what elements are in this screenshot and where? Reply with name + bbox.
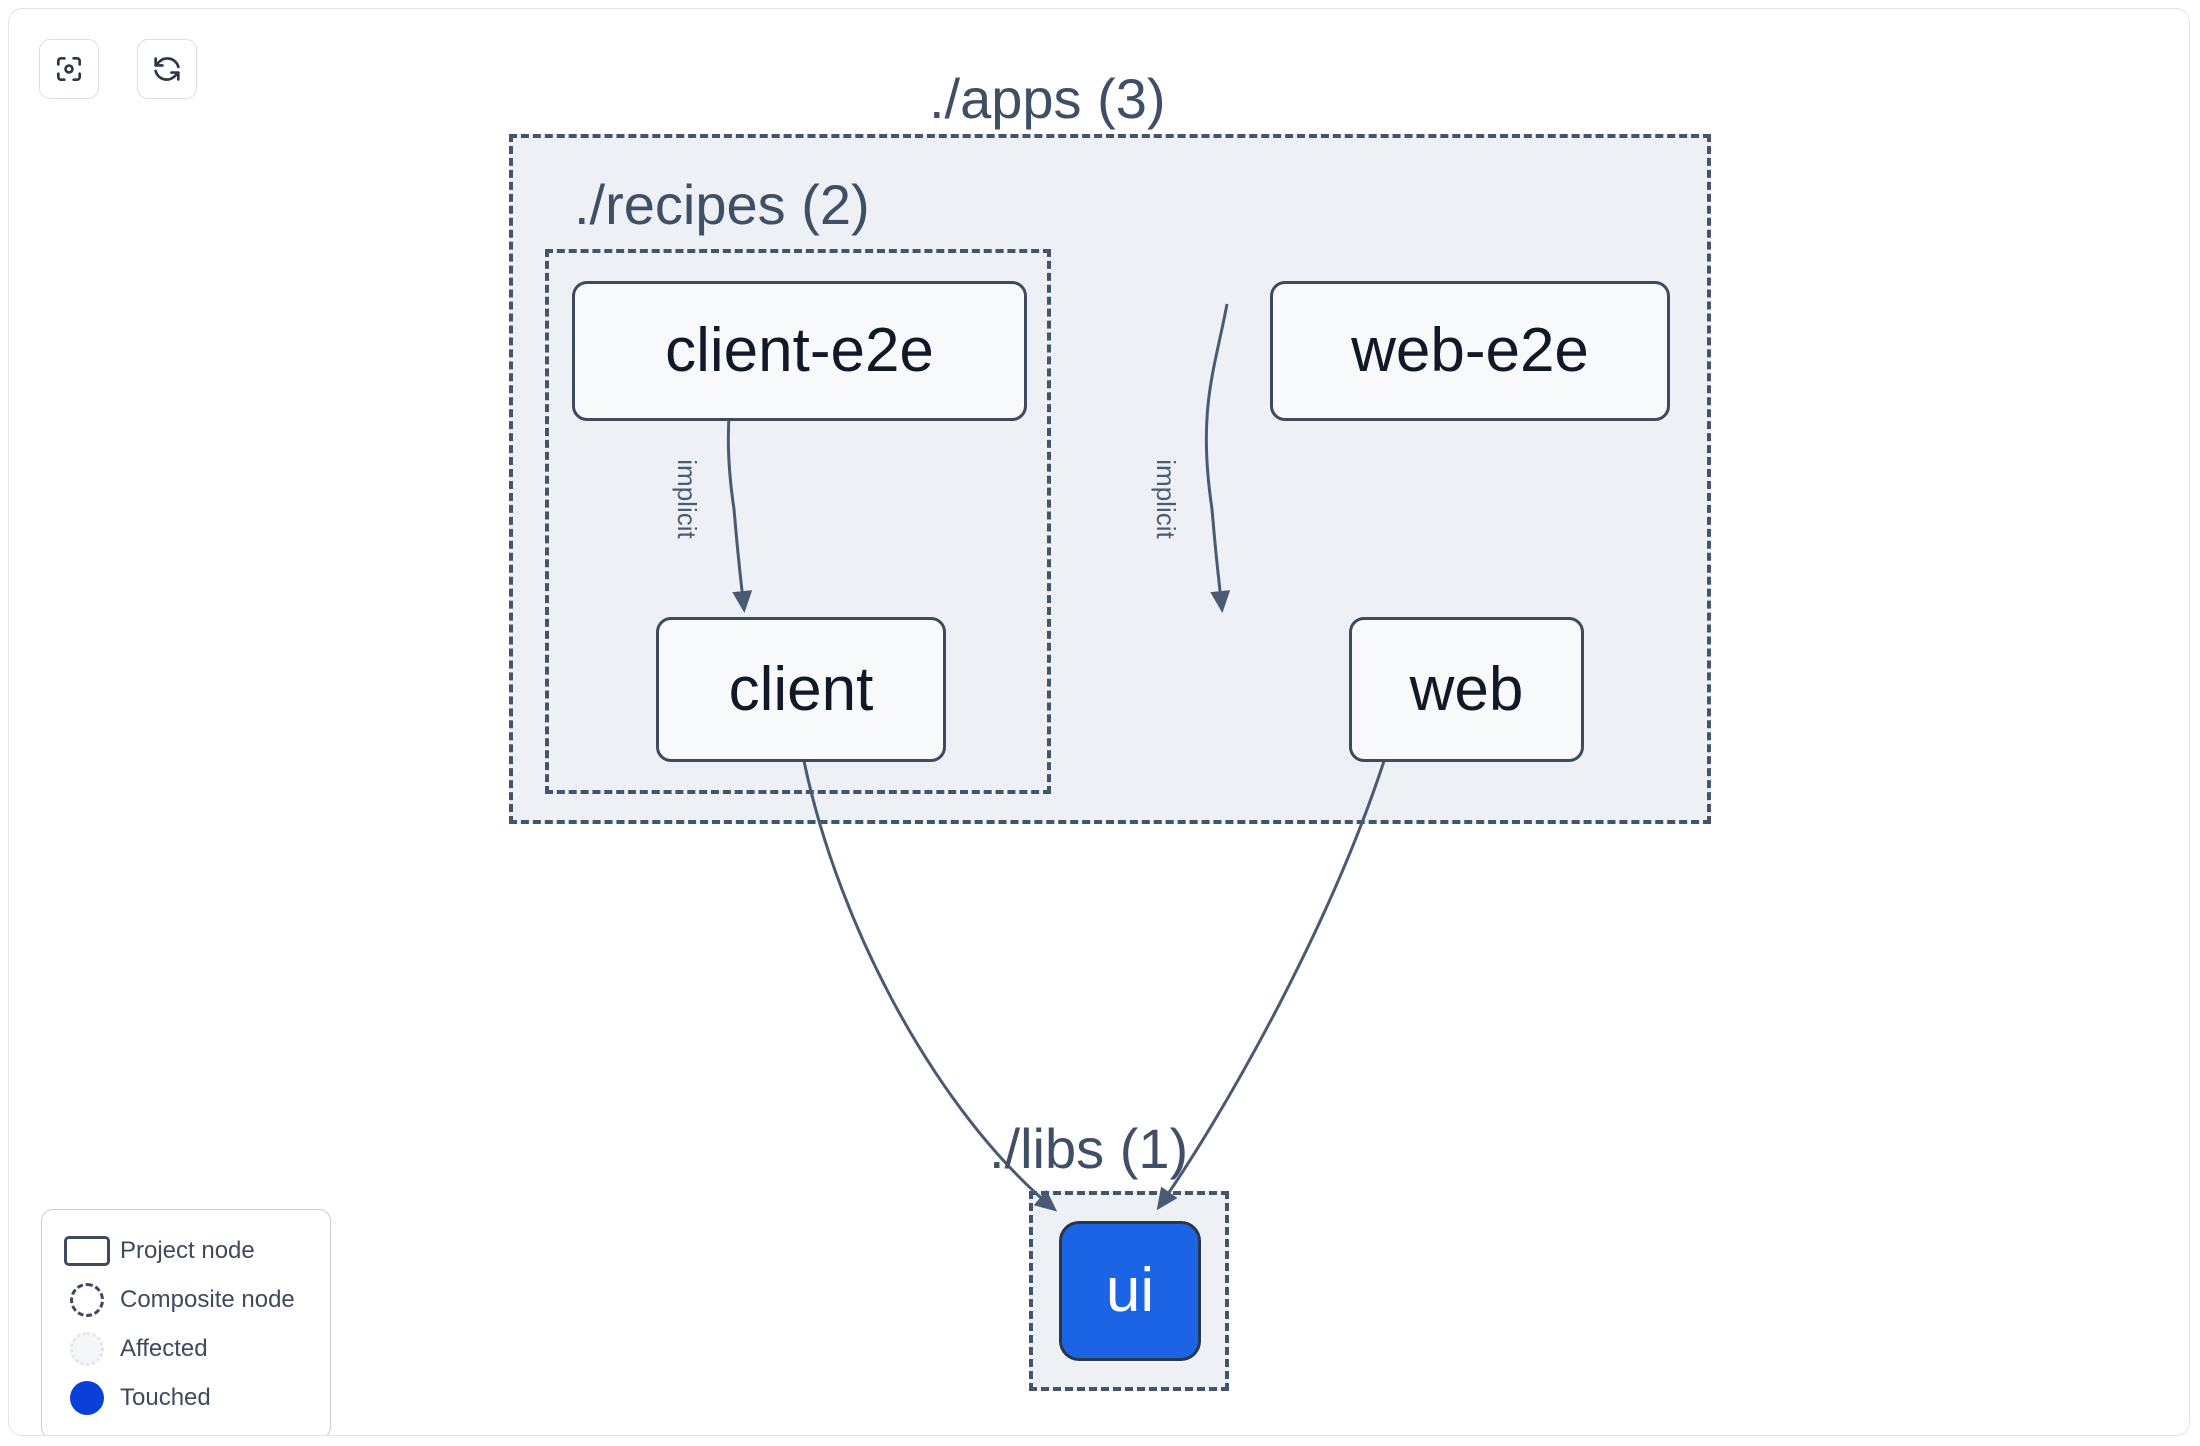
- legend-item-composite-node: Composite node: [64, 1275, 312, 1324]
- refresh-icon: [151, 53, 183, 85]
- focus-target-icon: [53, 53, 85, 85]
- edge-web-to-ui: [1156, 760, 1386, 1211]
- refresh-graph-button[interactable]: [137, 39, 197, 99]
- composite-label-libs: ./libs (1): [989, 1117, 1189, 1180]
- legend-label-touched: Touched: [120, 1383, 211, 1411]
- project-node-swatch: [64, 1235, 120, 1266]
- legend-item-touched: Touched: [64, 1373, 312, 1422]
- graph-legend: Project node Composite node Affected Tou…: [41, 1209, 331, 1435]
- project-node-web-e2e[interactable]: web-e2e: [1270, 281, 1670, 421]
- edge-label-web-e2e-to-web: implicit: [1151, 459, 1181, 539]
- affected-swatch: [64, 1331, 120, 1366]
- project-node-client[interactable]: client: [656, 617, 946, 762]
- composite-label-recipes: ./recipes (2): [574, 173, 870, 236]
- project-node-ui[interactable]: ui: [1059, 1221, 1201, 1361]
- project-node-web[interactable]: web: [1349, 617, 1584, 762]
- graph-toolbar: [39, 39, 197, 99]
- legend-item-project-node: Project node: [64, 1226, 312, 1275]
- edge-label-client-e2e-to-client: implicit: [672, 459, 702, 539]
- legend-label-composite-node: Composite node: [120, 1285, 295, 1313]
- legend-label-affected: Affected: [120, 1334, 208, 1362]
- touched-swatch: [64, 1380, 120, 1415]
- composite-label-apps: ./apps (3): [929, 67, 1166, 130]
- composite-node-swatch: [64, 1282, 120, 1317]
- legend-item-affected: Affected: [64, 1324, 312, 1373]
- focus-graph-button[interactable]: [39, 39, 99, 99]
- legend-label-project-node: Project node: [120, 1236, 255, 1264]
- project-graph-canvas[interactable]: ./apps (3) ./recipes (2) ./libs (1) clie…: [8, 8, 2190, 1436]
- project-node-client-e2e[interactable]: client-e2e: [572, 281, 1027, 421]
